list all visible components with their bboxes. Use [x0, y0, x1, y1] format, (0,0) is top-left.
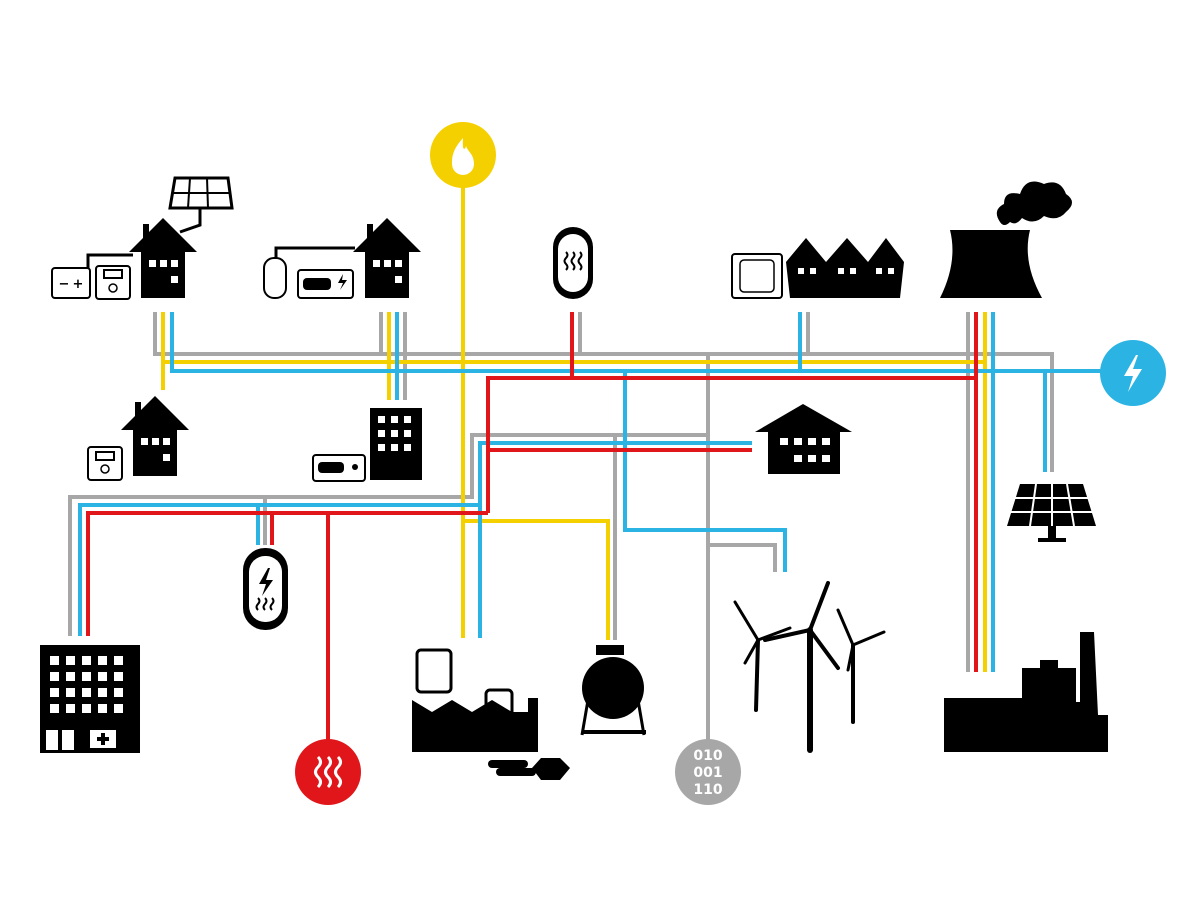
data-line: [68, 433, 708, 636]
wind-turbine-icon: [836, 608, 886, 724]
data-source-node: 010 001 110: [675, 739, 741, 805]
house-icon: [353, 218, 421, 298]
electric-storage-tank: [243, 548, 288, 630]
house-with-inverter: [87, 396, 189, 481]
data-line: [153, 312, 1054, 472]
biomass-logs-icon: [488, 760, 536, 776]
battery-icon: − +: [51, 267, 91, 299]
smoke-icon: [996, 181, 1072, 225]
data-line: [708, 543, 777, 572]
house-icon: [121, 396, 189, 476]
solar-panel-icon: [1007, 483, 1096, 542]
electricity-source-node: [1100, 340, 1166, 406]
storage-tank-icon: [263, 257, 287, 299]
wind-turbines: [733, 581, 886, 753]
blue-electricity-lines: [78, 312, 1105, 672]
inverter-icon: [87, 446, 123, 481]
heat-pump-icon: [312, 454, 366, 482]
industrial-factory: [944, 632, 1108, 752]
house-right: [755, 404, 852, 474]
red-heat-lines: [86, 312, 978, 745]
heat-storage-tank: [553, 227, 593, 299]
battery-plus: +: [73, 277, 84, 292]
heat-waves-icon: [563, 251, 583, 271]
house-with-solar-battery: − +: [51, 176, 234, 300]
wind-turbine-icon: [763, 581, 840, 753]
flame-icon: [452, 138, 474, 175]
apartment-building-icon: [370, 408, 422, 480]
gas-line: [463, 519, 610, 640]
heat-source-node: [295, 739, 361, 805]
apartment-with-heat-pump: [312, 408, 422, 482]
chp-unit-icon: [731, 253, 783, 299]
binary-line-3: 110: [693, 782, 722, 798]
heat-waves-icon: [314, 755, 342, 789]
gas-storage-sphere: [580, 645, 646, 736]
binary-line-1: 010: [693, 748, 722, 764]
medical-cross-icon: [97, 733, 109, 745]
battery-minus: −: [59, 277, 70, 292]
binary-line-2: 001: [693, 765, 722, 781]
heat-waves-icon: [255, 597, 275, 611]
lightning-icon: [1124, 355, 1142, 392]
heat-pump-icon: [297, 269, 354, 299]
row-houses-with-chp: [731, 238, 904, 299]
row-houses-icon: [786, 238, 904, 298]
power-plant-cooling-tower: [940, 181, 1072, 298]
house-with-heat-pump: [263, 218, 421, 299]
solar-panel-icon: [168, 176, 234, 234]
wind-turbine-icon: [733, 600, 792, 712]
hospital-building: [40, 645, 140, 753]
gray-data-lines: [68, 312, 1054, 745]
gas-line: [163, 360, 987, 672]
biogas-plant: [412, 648, 570, 780]
electricity-line: [623, 371, 787, 572]
heat-line: [486, 376, 978, 672]
heat-line: [86, 511, 488, 636]
gas-source-node: [430, 122, 496, 188]
molecule-icon: [532, 758, 570, 780]
yellow-gas-lines: [161, 185, 987, 672]
electricity-line: [170, 312, 1105, 373]
inverter-icon: [95, 265, 131, 300]
lightning-icon: [259, 568, 273, 596]
